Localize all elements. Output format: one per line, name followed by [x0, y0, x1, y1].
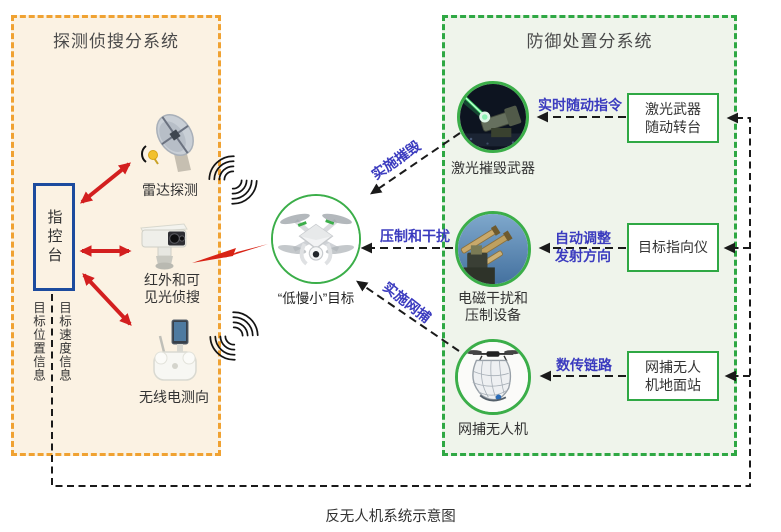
auto-adjust-direction-label: 自动调整 发射方向 — [548, 229, 618, 265]
net-ground-station-line2: 机地面站 — [645, 377, 701, 393]
jammer-label: 电磁干扰和 压制设备 — [433, 290, 553, 324]
command-console-box: 指控台 — [33, 183, 75, 291]
jammer-label-line2: 压制设备 — [465, 307, 521, 324]
auto-adjust-line2: 发射方向 — [555, 248, 611, 265]
laser-weapon-label: 激光摧毁武器 — [451, 160, 535, 176]
target-drone-label: “低慢小”目标 — [277, 291, 355, 306]
laser-turntable-box: 激光武器 随动转台 — [627, 93, 719, 143]
diagram-caption: 反无人机系统示意图 — [325, 509, 456, 525]
command-console-label: 指控台 — [45, 208, 63, 266]
defense-subsystem-title: 防御处置分系统 — [526, 32, 653, 51]
target-position-info-label: 目标位置信息 — [31, 301, 45, 382]
net-drone-photo — [455, 339, 531, 415]
laser-weapon-photo — [457, 81, 529, 153]
data-link-label: 数传链路 — [556, 357, 612, 373]
jammer-photo — [455, 211, 531, 287]
jammer-illustration — [458, 214, 528, 284]
radar-dish-icon — [141, 114, 194, 172]
net-drone-illustration — [458, 342, 528, 412]
eo-search-label: 红外和可 见光侦搜 — [126, 272, 218, 306]
target-speed-info-label: 目标速度信息 — [57, 301, 71, 382]
net-ground-station-line1: 网捕无人 — [645, 358, 701, 375]
eo-search-label-line1: 红外和可 — [144, 272, 200, 288]
radar-label: 雷达探测 — [142, 182, 198, 198]
auto-adjust-line1: 自动调整 — [555, 230, 611, 246]
laser-weapon-illustration — [460, 84, 526, 150]
laser-turntable-line2: 随动转台 — [645, 119, 701, 135]
target-pointer-box: 目标指向仪 — [627, 223, 719, 272]
target-pointer-label: 目标指向仪 — [638, 239, 708, 256]
eo-search-label-line2: 见光侦搜 — [144, 289, 200, 306]
net-ground-station-box: 网捕无人 机地面站 — [627, 351, 719, 401]
eo-camera-icon — [140, 223, 188, 270]
jammer-label-line1: 电磁干扰和 — [458, 290, 528, 306]
engage-destroy-label: 实施摧毁 — [368, 137, 424, 183]
radio-direction-label: 无线电测向 — [139, 389, 209, 405]
target-drone-circle — [271, 194, 361, 284]
target-drone-illustration — [273, 196, 359, 282]
radio-direction-finder-icon — [153, 319, 197, 381]
net-drone-label: 网捕无人机 — [458, 421, 528, 437]
realtime-follow-command-label: 实时随动指令 — [538, 97, 622, 113]
engage-suppress-label: 压制和干扰 — [380, 228, 450, 244]
laser-turntable-line1: 激光武器 — [645, 100, 701, 117]
detection-subsystem-title: 探测侦搜分系统 — [53, 32, 179, 51]
